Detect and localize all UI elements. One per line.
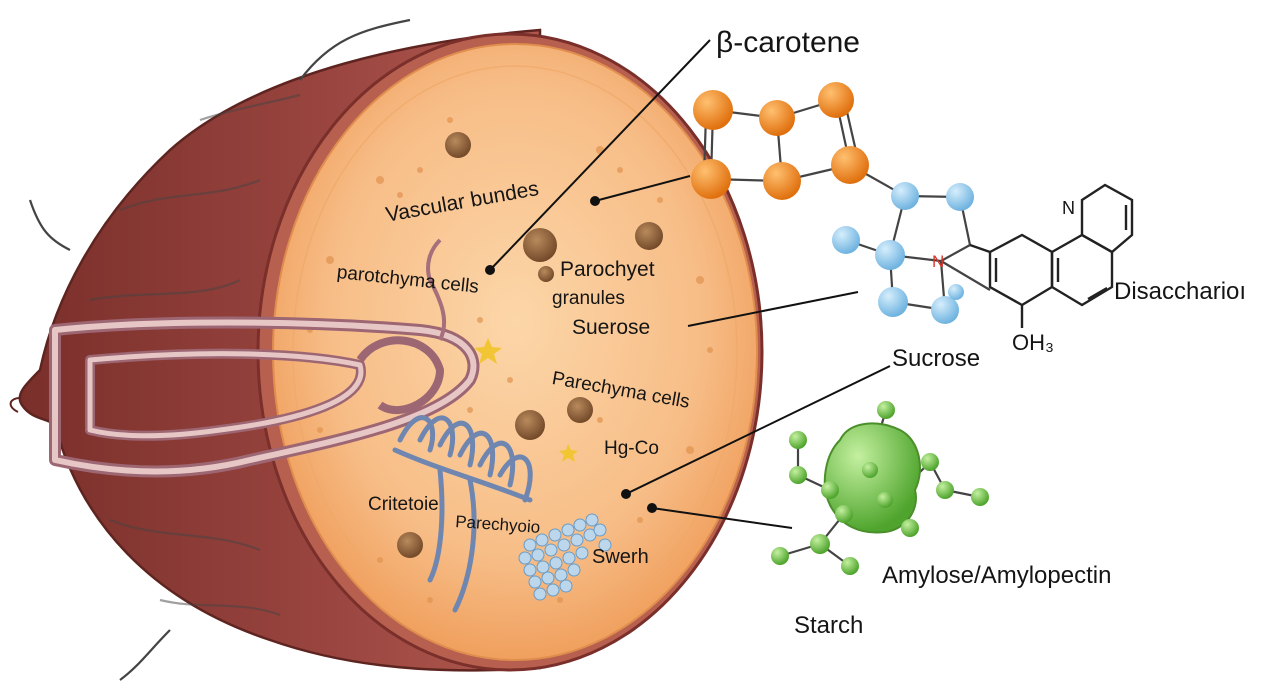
starch-granule-cluster	[518, 513, 612, 601]
vascular-bundle-band	[49, 238, 480, 478]
label-nitrogen-center: N	[932, 252, 945, 271]
label-hg-co: Hg-Co	[604, 438, 659, 459]
spiral-vessel	[392, 415, 533, 613]
crystal-stars	[474, 338, 578, 462]
leader-lines	[485, 39, 891, 529]
label-amylose: Amylose/Amylopectin	[882, 562, 1112, 589]
label-nitrogen-ring: N	[1062, 198, 1075, 218]
beta-carotene-molecule	[691, 82, 906, 200]
leader-dot-4	[647, 503, 657, 513]
potato-flesh	[256, 32, 764, 672]
label-parochyet: Parochyet	[560, 258, 655, 281]
leader-dot-3	[621, 489, 631, 499]
leader-disaccharide	[687, 291, 859, 327]
leader-dot-1	[485, 265, 495, 275]
leader-starch	[651, 507, 793, 529]
label-starch: Starch	[794, 612, 864, 639]
leader-vascular	[594, 175, 691, 202]
parenchyma-dots	[307, 117, 713, 603]
label-disaccharide: Disaccharioı	[1114, 278, 1247, 305]
label-sucrose: Sucrose	[892, 345, 981, 372]
label-oh3: OH₃	[1012, 330, 1054, 355]
label-granules: granules	[552, 288, 625, 309]
label-beta-carotene: β-carotene	[716, 26, 860, 59]
label-swerh: Swerh	[592, 546, 649, 568]
leader-beta-carotene	[489, 39, 711, 271]
label-critetoie: Critetoie	[368, 494, 439, 515]
leader-dot-2	[590, 196, 600, 206]
granules	[397, 132, 663, 558]
disaccharide-molecule	[832, 182, 1134, 328]
label-suerose: Suerose	[572, 316, 651, 339]
starch-molecule	[771, 401, 989, 575]
leader-sucrose	[625, 365, 891, 495]
